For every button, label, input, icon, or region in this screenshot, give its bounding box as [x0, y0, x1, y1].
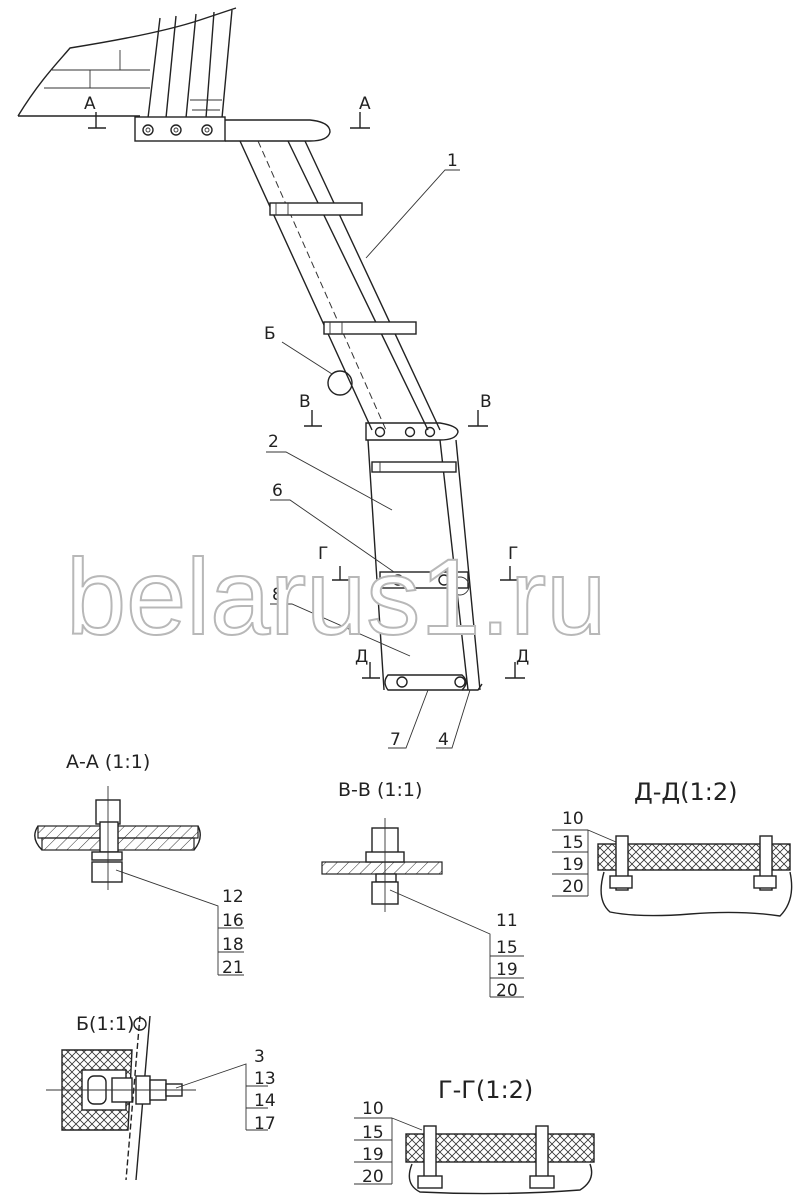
cut-mark-v-left: В	[299, 392, 322, 427]
svg-text:А: А	[84, 94, 96, 114]
svg-text:19: 19	[562, 855, 584, 875]
cut-mark-g-left: Г	[318, 544, 350, 581]
upper-ladder-part-1	[239, 140, 441, 431]
cut-mark-a-right: А	[350, 94, 371, 129]
svg-text:16: 16	[222, 911, 244, 931]
svg-text:13: 13	[254, 1069, 276, 1089]
section-a-a-title: А-А (1:1)	[66, 751, 150, 773]
svg-text:11: 11	[496, 911, 518, 931]
svg-text:19: 19	[496, 960, 518, 980]
top-bracket	[134, 116, 331, 142]
label-7: 7	[390, 730, 401, 750]
detail-b-circle: Б	[264, 324, 353, 396]
svg-text:15: 15	[362, 1123, 384, 1143]
section-d-d: Д-Д(1:2) 10 15 19 20	[552, 778, 793, 917]
label-6: 6	[272, 481, 283, 501]
cut-mark-v-right: В	[468, 392, 492, 427]
detail-b: Б(1:1) 3 13 14 17	[46, 1013, 276, 1181]
label-2: 2	[268, 432, 279, 452]
detail-b-title: Б(1:1)	[76, 1013, 134, 1035]
svg-text:В: В	[299, 392, 311, 412]
svg-text:Д: Д	[516, 647, 529, 667]
svg-text:12: 12	[222, 887, 244, 907]
main-view: Б А А	[17, 7, 529, 750]
middle-bracket	[365, 422, 459, 441]
svg-text:14: 14	[254, 1091, 276, 1111]
section-g-g: Г-Г(1:2) 10 15 19 20	[354, 1076, 595, 1195]
lower-ladder-part-2	[367, 439, 483, 691]
cut-mark-d-left: Д	[355, 647, 380, 679]
svg-text:15: 15	[562, 833, 584, 853]
cut-mark-a-left: А	[84, 94, 106, 129]
svg-text:20: 20	[496, 981, 518, 1001]
watermark-text: belarus1.ru	[66, 536, 606, 657]
section-g-g-title: Г-Г(1:2)	[438, 1076, 533, 1104]
main-leaders: 1 2 6 8 7 4	[266, 151, 471, 750]
svg-text:20: 20	[362, 1167, 384, 1187]
svg-text:А: А	[359, 94, 371, 114]
cut-mark-g-right: Г	[500, 544, 520, 581]
svg-text:Д: Д	[355, 647, 368, 667]
label-4: 4	[438, 730, 449, 750]
section-a-a: А-А (1:1) 12 16 18 21	[34, 751, 244, 978]
svg-text:Г: Г	[318, 544, 328, 564]
cabin-fragment	[17, 7, 237, 119]
svg-text:17: 17	[254, 1114, 276, 1134]
section-d-d-title: Д-Д(1:2)	[634, 778, 738, 806]
detail-b-mark: Б	[264, 324, 276, 344]
svg-text:21: 21	[222, 958, 244, 978]
svg-text:Г: Г	[508, 544, 518, 564]
svg-text:15: 15	[496, 938, 518, 958]
svg-text:10: 10	[362, 1099, 384, 1119]
svg-text:19: 19	[362, 1145, 384, 1165]
svg-text:18: 18	[222, 935, 244, 955]
section-v-v-title: В-В (1:1)	[338, 779, 422, 801]
svg-text:10: 10	[562, 809, 584, 829]
section-v-v: В-В (1:1) 11 15 19 20	[321, 779, 524, 1001]
label-8: 8	[272, 585, 283, 605]
svg-text:20: 20	[562, 877, 584, 897]
label-1: 1	[447, 151, 458, 171]
cut-mark-d-right: Д	[505, 647, 529, 679]
svg-text:3: 3	[254, 1047, 265, 1067]
svg-text:В: В	[480, 392, 492, 412]
